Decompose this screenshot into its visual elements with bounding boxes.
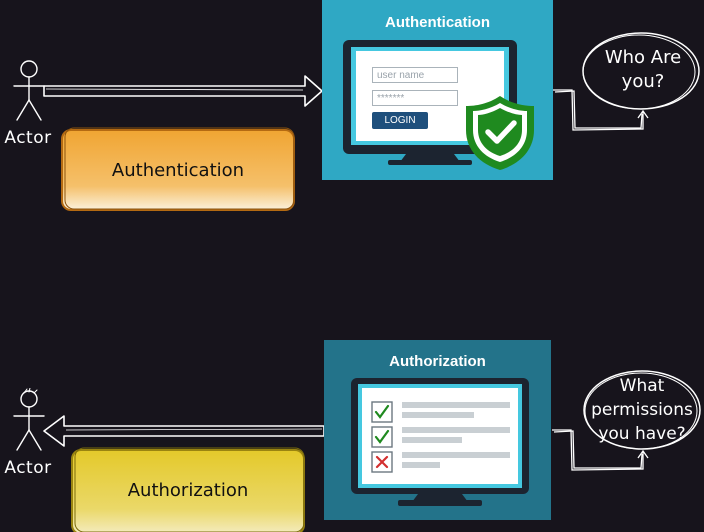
bubble-connector-top xyxy=(553,89,649,131)
speech-bubble-top-shape xyxy=(582,32,700,110)
username-field[interactable]: user name xyxy=(372,67,458,83)
login-button[interactable]: LOGIN xyxy=(372,112,428,129)
check-icon xyxy=(371,401,393,423)
bubble-top-line2: you? xyxy=(621,71,665,92)
actor-stick-figure-icon xyxy=(13,60,45,121)
cross-icon xyxy=(371,451,393,473)
bubble-connector-bottom xyxy=(552,429,649,471)
authorization-box-shape xyxy=(71,447,305,532)
bubble-top-line1: Who Are xyxy=(604,47,682,68)
username-placeholder: user name xyxy=(377,69,425,81)
authorization-box: Authorization xyxy=(72,452,304,528)
authentication-panel-title: Authentication xyxy=(385,14,490,31)
arrow-to-actor xyxy=(43,415,325,447)
bubble-bottom-line2: permissions xyxy=(591,400,693,420)
speech-bubble-bottom-shape xyxy=(583,370,701,450)
password-field[interactable]: ******* xyxy=(372,90,458,106)
authentication-box: Authentication xyxy=(62,130,294,210)
authentication-box-shape xyxy=(61,127,295,211)
bubble-bottom-line1: What xyxy=(619,376,665,396)
check-icon xyxy=(371,426,393,448)
authorization-box-label: Authorization xyxy=(127,479,249,501)
speech-bubble-top: Who Are you? xyxy=(584,46,702,94)
arrow-to-authentication xyxy=(43,75,323,107)
authentication-box-label: Authentication xyxy=(111,159,245,181)
actor-label: Actor xyxy=(4,128,52,148)
authorization-panel-title: Authorization xyxy=(389,353,486,370)
speech-bubble-bottom: What permissions you have? xyxy=(582,374,702,446)
shield-check-icon xyxy=(466,96,534,170)
bubble-bottom-line3: you have? xyxy=(598,424,686,444)
actor-stick-figure-icon xyxy=(13,388,45,451)
actor-label: Actor xyxy=(4,458,52,478)
password-placeholder: ******* xyxy=(377,92,405,104)
